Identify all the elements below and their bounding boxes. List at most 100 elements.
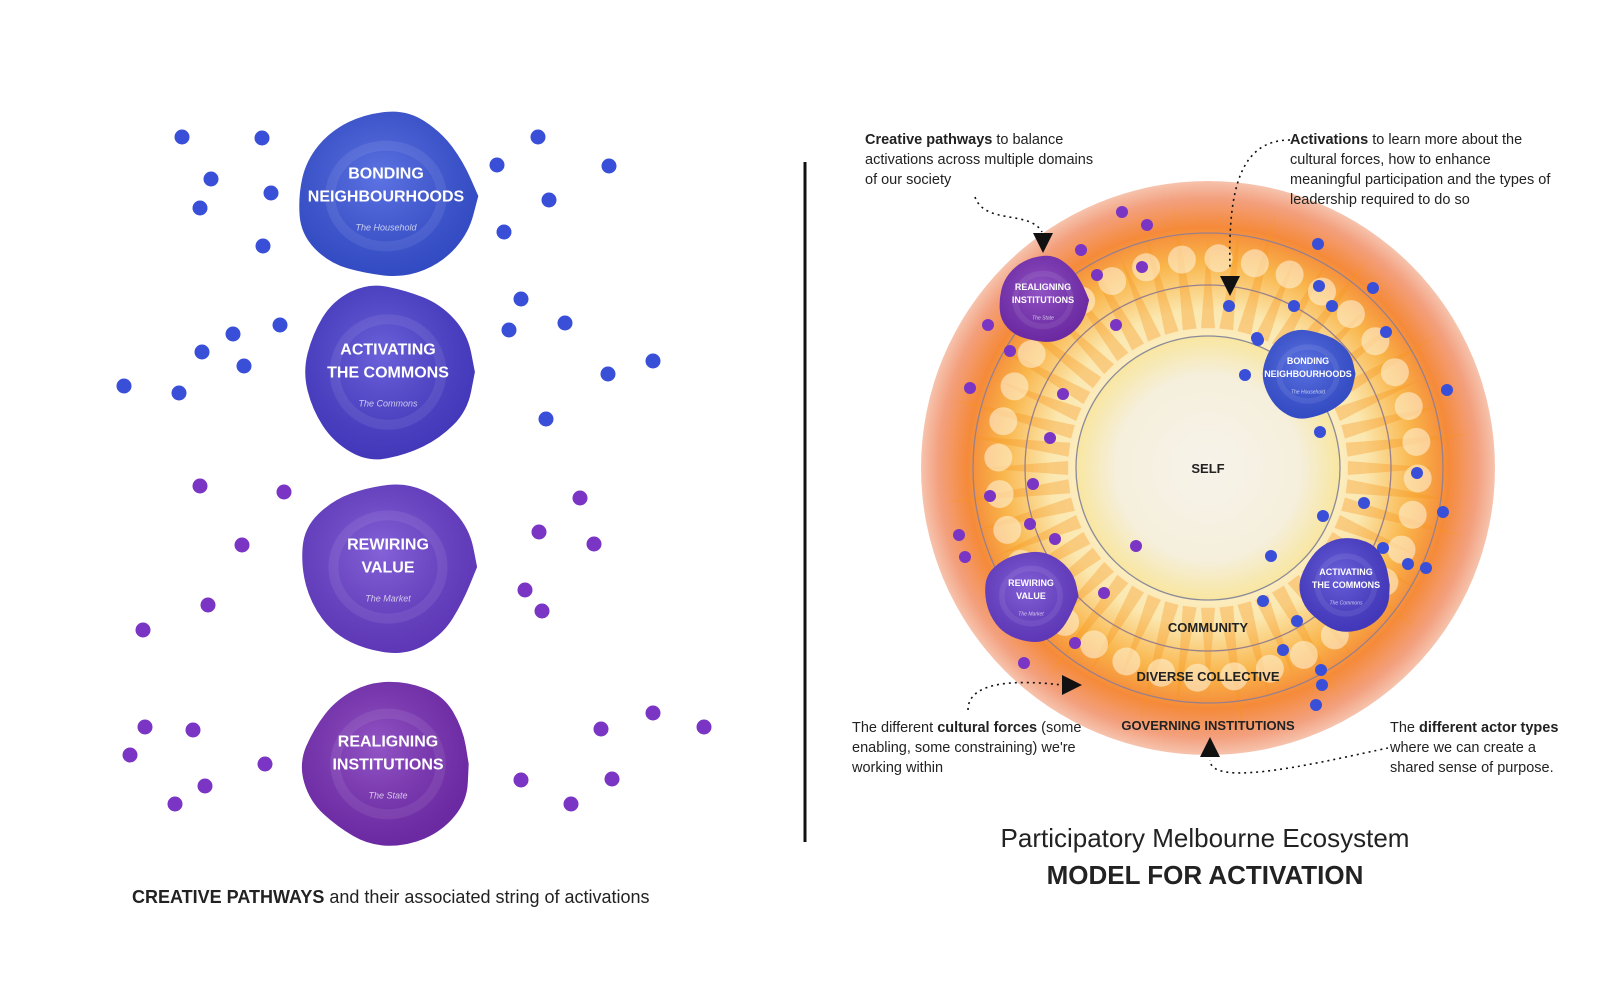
label-self: SELF — [1191, 461, 1224, 476]
connector-creative-pathways — [974, 196, 1043, 233]
fire-glow-33 — [1380, 358, 1409, 387]
right-dot-blue-25 — [1310, 699, 1322, 711]
left-circle-title-2-0: REWIRING — [347, 537, 429, 554]
ring-diverse-collective — [972, 232, 1444, 704]
left-circle-shade-0 — [299, 111, 479, 277]
arrowhead-activations — [1220, 276, 1240, 296]
fire-glow-24 — [1098, 267, 1127, 296]
left-dot-blue-18 — [116, 378, 132, 394]
fire-spike-24 — [980, 461, 1069, 475]
left-circle-title-3-1: INSTITUTIONS — [332, 757, 443, 774]
left-circle-title-1-0: ACTIVATING — [340, 342, 435, 359]
left-dot-purple-16 — [696, 719, 712, 735]
left-caption-bold: CREATIVE PATHWAYS — [132, 887, 325, 907]
fire-glow-21 — [1017, 340, 1046, 368]
fire-glow-16 — [993, 515, 1022, 544]
fire-spike-45 — [1334, 380, 1419, 421]
right-circle-title-2-0: REWIRING — [1008, 578, 1054, 588]
right-dot-blue-21 — [1291, 615, 1303, 627]
right-dot-blue-14 — [1420, 562, 1432, 574]
right-dot-blue-23 — [1315, 664, 1327, 676]
fire-glow-6 — [1289, 640, 1318, 669]
left-dot-purple-4 — [531, 524, 547, 540]
right-circle-title-0-0: REALIGNING — [1015, 282, 1071, 292]
fire-glow-12 — [1080, 630, 1108, 659]
fire-spike-36 — [1201, 240, 1215, 329]
label-governing-institutions: GOVERNING INSTITUTIONS — [1121, 718, 1295, 733]
diagram-subtitle: MODEL FOR ACTIVATION — [1046, 860, 1364, 890]
arrowhead-actor-types — [1200, 737, 1220, 757]
right-dot-blue-18 — [1239, 369, 1251, 381]
annotation-activations-bold: Activations — [1290, 132, 1369, 148]
annotation-creative-pathways: Creative pathways to balance activations… — [865, 130, 1095, 190]
fire-spike-12 — [1201, 607, 1215, 696]
left-dot-purple-3 — [234, 537, 250, 553]
left-dot-purple-20 — [604, 771, 620, 787]
right-circle-texture-1 — [1276, 344, 1340, 404]
right-circle-shade-1 — [1262, 329, 1356, 419]
left-dot-blue-2 — [203, 171, 219, 187]
left-dot-purple-8 — [534, 603, 550, 619]
fire-spike-17 — [1047, 574, 1129, 678]
left-dot-purple-14 — [593, 721, 609, 737]
fire-glow-26 — [1167, 245, 1196, 274]
left-dot-blue-8 — [489, 157, 505, 173]
right-dot-blue-17 — [1358, 497, 1370, 509]
right-dot-purple-20 — [1069, 637, 1081, 649]
right-circle-shade-2 — [985, 551, 1079, 642]
left-circle-subtitle-3: The State — [368, 791, 407, 801]
left-caption: CREATIVE PATHWAYS and their associated s… — [132, 887, 650, 908]
label-community: COMMUNITY — [1168, 620, 1248, 635]
left-dot-purple-10 — [137, 719, 153, 735]
right-dot-blue-10 — [1437, 506, 1449, 518]
left-dot-blue-7 — [601, 158, 617, 174]
fire-glow-11 — [1112, 647, 1141, 676]
right-dot-blue-8 — [1441, 384, 1453, 396]
annotation-actor-types-pre: The — [1390, 720, 1420, 736]
left-dot-purple-21 — [563, 796, 579, 812]
connector-actor-types — [1209, 747, 1389, 774]
left-dot-blue-16 — [194, 344, 210, 360]
fire-spike-0 — [1347, 461, 1436, 475]
left-dot-purple-17 — [197, 778, 213, 794]
fire-glow-2 — [1387, 535, 1416, 564]
left-activation-dots — [116, 129, 712, 812]
annotation-cultural-forces-text: (some enabling, some constraining) we're… — [852, 720, 1082, 776]
annotation-activations: Activations to learn more about the cult… — [1290, 130, 1565, 210]
annotation-activations-text: to learn more about the cultural forces,… — [1290, 132, 1551, 208]
annotation-cultural-forces-pre: The different — [852, 720, 938, 736]
fire-glow-8 — [1220, 662, 1249, 691]
fire-glow-20 — [1000, 372, 1029, 401]
left-dot-purple-6 — [200, 597, 216, 613]
right-circle-subtitle-2: The Market — [1018, 611, 1044, 617]
fire-glow-1 — [1398, 500, 1427, 529]
left-circle-subtitle-1: The Commons — [358, 399, 418, 409]
right-activation-dots — [953, 206, 1453, 711]
left-circle-1: ACTIVATING THE COMMONS The Commons — [305, 285, 475, 460]
fire-glow-19 — [989, 407, 1018, 436]
left-dot-purple-13 — [257, 756, 273, 772]
right-circle-title-3-1: THE COMMONS — [1312, 580, 1380, 590]
left-dot-blue-11 — [513, 291, 529, 307]
fire-glow-18 — [984, 443, 1013, 472]
left-dot-purple-2 — [572, 490, 588, 506]
right-circle-texture-0 — [1012, 270, 1074, 330]
right-dot-blue-3 — [1288, 300, 1300, 312]
right-dot-purple-17 — [1049, 533, 1061, 545]
annotation-actor-types-text: where we can create a shared sense of pu… — [1390, 740, 1554, 776]
left-dot-blue-15 — [557, 315, 573, 331]
left-circle-subtitle-0: The Household — [355, 223, 417, 233]
fire-glow-34 — [1394, 392, 1423, 421]
annotation-cultural-forces: The different cultural forces (some enab… — [852, 718, 1087, 778]
left-dot-blue-13 — [272, 317, 288, 333]
right-dot-blue-19 — [1265, 550, 1277, 562]
right-dot-purple-19 — [1098, 587, 1110, 599]
annotation-arrowheads — [1033, 233, 1240, 757]
left-circle-title-1-1: THE COMMONS — [327, 365, 449, 382]
right-circle-subtitle-0: The State — [1032, 315, 1054, 321]
right-dot-purple-15 — [953, 529, 965, 541]
